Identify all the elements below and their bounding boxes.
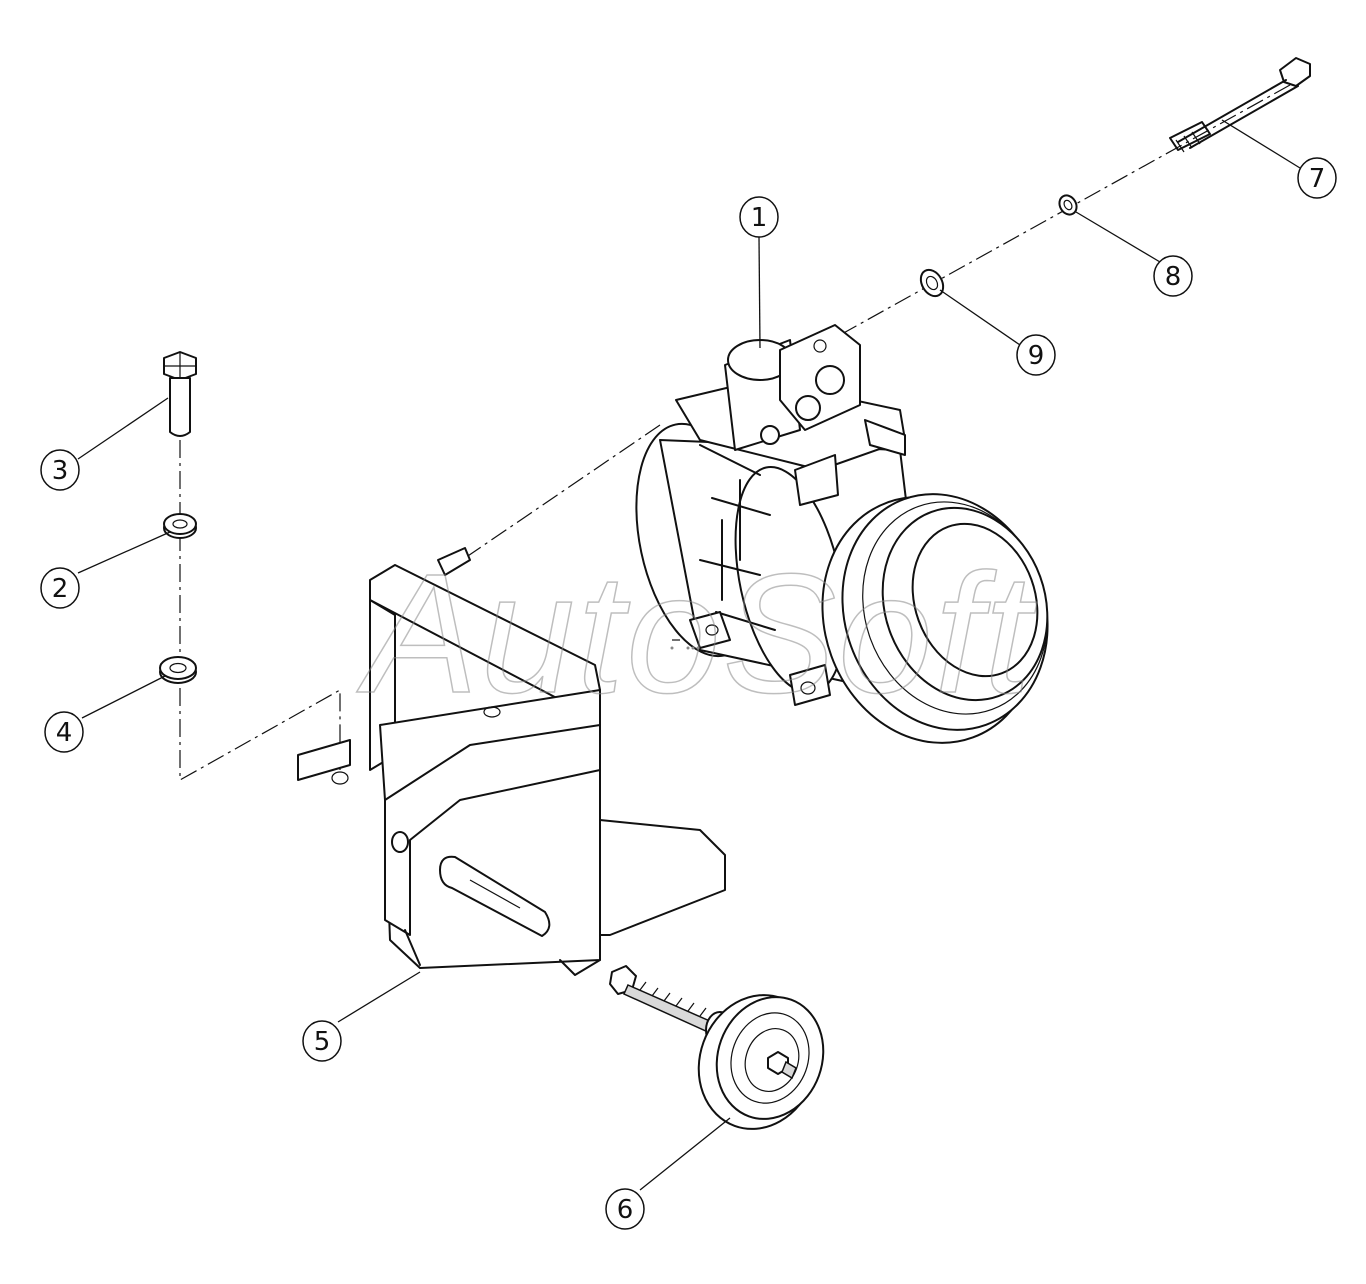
callout-number: 2 bbox=[52, 574, 69, 604]
callout-number: 7 bbox=[1309, 164, 1326, 194]
small-washer-part bbox=[1058, 194, 1078, 216]
watermark-dots bbox=[670, 639, 700, 650]
callout-5: 5 bbox=[302, 1020, 342, 1062]
lock-washer-part bbox=[163, 513, 197, 539]
callout-number: 8 bbox=[1165, 262, 1182, 292]
callout-9: 9 bbox=[1016, 334, 1056, 376]
callout-circle bbox=[44, 711, 84, 753]
callout-circle bbox=[1297, 157, 1337, 199]
callout-number: 3 bbox=[52, 456, 69, 486]
callout-1: 1 bbox=[739, 196, 779, 238]
callout-number: 6 bbox=[617, 1195, 634, 1225]
callout-circle bbox=[1016, 334, 1056, 376]
mounting-bracket-part bbox=[297, 547, 726, 976]
callout-3: 3 bbox=[40, 449, 80, 491]
callout-4: 4 bbox=[44, 711, 84, 753]
callout-number: 5 bbox=[314, 1027, 331, 1057]
long-bolt-part bbox=[1169, 57, 1311, 153]
callout-circle bbox=[739, 196, 779, 238]
callout-7: 7 bbox=[1297, 157, 1337, 199]
washer-part bbox=[919, 268, 945, 298]
idler-pulley-part bbox=[609, 965, 825, 1130]
callout-circle bbox=[1153, 255, 1193, 297]
leader-lines bbox=[77, 119, 1301, 1191]
compressor-part bbox=[635, 324, 1049, 744]
callout-8: 8 bbox=[1153, 255, 1193, 297]
callout-6: 6 bbox=[605, 1188, 645, 1230]
callout-circle bbox=[302, 1020, 342, 1062]
watermark-text: AutoSoft bbox=[356, 539, 1038, 729]
callout-number: 9 bbox=[1028, 341, 1045, 371]
callout-labels: 1 2 3 4 5 6 7 8 9 bbox=[40, 157, 1337, 1230]
callout-number: 1 bbox=[751, 203, 768, 233]
callout-circle bbox=[40, 567, 80, 609]
callout-circle bbox=[605, 1188, 645, 1230]
callout-2: 2 bbox=[40, 567, 80, 609]
callout-number: 4 bbox=[56, 718, 73, 748]
callout-circle bbox=[40, 449, 80, 491]
flat-washer-part bbox=[159, 656, 197, 684]
hex-bolt-part bbox=[163, 351, 197, 437]
